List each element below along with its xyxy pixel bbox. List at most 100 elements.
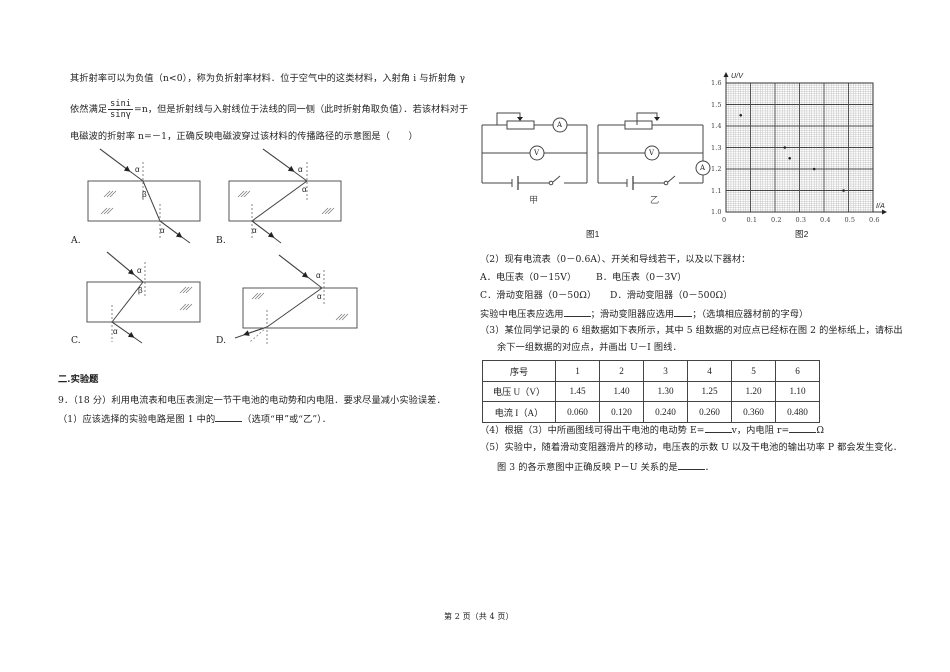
y-tick: 1.6 bbox=[711, 79, 722, 87]
select-suffix: ；（选填相应器材前的字母） bbox=[692, 309, 809, 320]
ammeter-label: A bbox=[557, 121, 563, 129]
y-tick: 1.5 bbox=[711, 100, 722, 109]
voltmeter-label: V bbox=[649, 149, 655, 157]
data-point bbox=[812, 167, 816, 171]
x-tick: 0.5 bbox=[844, 216, 856, 224]
q9-part1-suffix: （选项“甲”或“乙”）． bbox=[242, 414, 332, 425]
q9-part5-line2: 图 3 的各示意图中正确反映 P－U 关系的是 ． bbox=[497, 460, 714, 474]
data-table: 序号 1 2 3 4 5 6 电压 U（V） 1.45 1.40 1.30 1.… bbox=[482, 360, 820, 423]
table-cell: 1.25 bbox=[687, 380, 732, 402]
y-tick: 1.3 bbox=[711, 143, 722, 152]
table-cell: 1.10 bbox=[775, 380, 820, 402]
table-cell: 0.480 bbox=[775, 401, 820, 423]
table-row: 电压 U（V） 1.45 1.40 1.30 1.25 1.20 1.10 bbox=[482, 380, 820, 402]
q9-part4-prefix: （4）根据（3）中所画图线可得出干电池的电动势 E= bbox=[480, 425, 705, 436]
q8-line2-prefix: 依然满足 bbox=[70, 104, 108, 115]
q9-part2-select: 实验中电压表应选用 ；滑动变阻器应选用 ；（选填相应器材前的字母） bbox=[480, 307, 808, 321]
table-cell: 0.240 bbox=[643, 401, 688, 423]
q9-part1-prefix: （1）应该选择的实验电路是图 1 中的 bbox=[58, 414, 216, 425]
angle-beta: β bbox=[142, 190, 147, 199]
table-cell: 2 bbox=[599, 360, 644, 382]
q9-part1: （1）应该选择的实验电路是图 1 中的 （选项“甲”或“乙”）． bbox=[58, 412, 331, 426]
angle-alpha: α bbox=[298, 165, 303, 174]
table-cell: 1.40 bbox=[599, 380, 644, 402]
x-tick: 0.3 bbox=[795, 216, 807, 224]
angle-alpha: α bbox=[113, 327, 118, 336]
answer-blank-pu[interactable] bbox=[677, 460, 705, 470]
table-cell: 0.120 bbox=[599, 401, 644, 423]
option-b-label[interactable]: B. bbox=[216, 235, 226, 246]
fraction-numerator: sini bbox=[108, 99, 134, 110]
q9-part3-line2: 余下一组数据的对应点，并画出 U－I 图线． bbox=[497, 342, 682, 353]
option-c-rheostat-50: C．滑动变阻器（0－50Ω） bbox=[480, 290, 597, 301]
data-point bbox=[783, 146, 787, 149]
answer-blank-emf[interactable] bbox=[704, 423, 732, 433]
fraction-denominator: sinγ bbox=[110, 110, 132, 120]
figure1-caption: 图1 bbox=[586, 229, 600, 239]
table-cell: 序号 bbox=[482, 360, 556, 382]
select-prefix: 实验中电压表应选用 bbox=[480, 309, 564, 320]
q9-part4-suffix: Ω bbox=[816, 425, 825, 436]
answer-blank-rheostat[interactable] bbox=[674, 307, 693, 317]
table-cell: 6 bbox=[775, 360, 820, 382]
option-d-label[interactable]: D. bbox=[216, 335, 227, 346]
q9-part2-intro: （2）现有电流表（0－0.6A）、开关和导线若干，以及以下器材： bbox=[480, 254, 751, 265]
q9-part3-line1: （3）某位同学记录的 6 组数据如下表所示，其中 5 组数据的对应点已经标在图 … bbox=[480, 325, 903, 336]
angle-alpha: α bbox=[302, 185, 307, 194]
table-row: 电流 I（A） 0.060 0.120 0.240 0.260 0.360 0.… bbox=[482, 401, 820, 423]
circuit-jia bbox=[481, 112, 588, 190]
table-cell: 电流 I（A） bbox=[482, 401, 556, 423]
angle-alpha: α bbox=[137, 266, 142, 275]
q8-line3: 电磁波的折射率 n=－1，正确反映电磁波穿过该材料的传播路径的示意图是（ ） bbox=[70, 131, 418, 142]
option-b-voltmeter-3v: B．电压表（0－3V） bbox=[596, 272, 687, 283]
x-axis-label: I/A bbox=[876, 203, 885, 210]
select-mid: ；滑动变阻器应选用 bbox=[590, 309, 675, 320]
figure2-caption: 图2 bbox=[795, 229, 809, 239]
table-header-row: 序号 1 2 3 4 5 6 bbox=[482, 360, 820, 382]
data-point bbox=[788, 156, 791, 160]
x-tick: 0.6 bbox=[869, 216, 880, 224]
page-footer: 第 2 页（共 4 页） bbox=[444, 612, 514, 621]
q8-line2-suffix: =n，但是折射线与入射线位于法线的同一侧（此时折射角取负值）．若该材料对于 bbox=[134, 104, 469, 115]
y-tick: 1.1 bbox=[711, 186, 722, 195]
table-cell: 0.060 bbox=[555, 401, 600, 423]
q9-part5-prefix: 图 3 的各示意图中正确反映 P－U 关系的是 bbox=[497, 462, 678, 473]
q9-part4-mid: v，内电阻 r= bbox=[731, 425, 790, 436]
option-c-label[interactable]: C. bbox=[71, 335, 81, 346]
table-cell: 4 bbox=[687, 360, 732, 382]
q9-stem: 9．（18 分）利用电流表和电压表测定一节干电池的电动势和内电阻．要求尽量减小实… bbox=[58, 395, 446, 406]
angle-alpha: α bbox=[160, 226, 165, 235]
table-cell: 5 bbox=[731, 360, 776, 382]
angle-alpha: α bbox=[252, 226, 257, 235]
x-tick: 0.1 bbox=[746, 216, 758, 224]
y-tick: 1.2 bbox=[711, 165, 722, 173]
x-tick: 0.4 bbox=[820, 216, 831, 224]
q9-part5-line1: （5）实验中，随着滑动变阻器滑片的移动，电压表的示数 U 以及干电池的输出功率 … bbox=[480, 442, 903, 453]
angle-alpha: α bbox=[317, 292, 322, 301]
angle-beta: β bbox=[138, 286, 143, 295]
table-cell: 0.360 bbox=[731, 401, 776, 423]
answer-blank-voltmeter[interactable] bbox=[563, 307, 591, 317]
q8-line1: 其折射率可以为负值（n<0），称为负折射率材料．位于空气中的这类材料，入射角 i… bbox=[70, 73, 466, 84]
option-d-rheostat-500: D．滑动变阻器（0－500Ω） bbox=[610, 290, 733, 301]
answer-blank-resistance[interactable] bbox=[789, 423, 817, 433]
table-cell: 1.20 bbox=[731, 380, 776, 402]
ammeter-label: A bbox=[700, 164, 706, 172]
y-tick: 1.0 bbox=[711, 208, 722, 216]
answer-blank-1[interactable] bbox=[215, 412, 243, 422]
table-cell: 0.260 bbox=[687, 401, 732, 423]
table-cell: 电压 U（V） bbox=[482, 380, 556, 402]
q9-part5-suffix: ． bbox=[704, 462, 715, 473]
table-cell: 1.45 bbox=[555, 380, 600, 402]
angle-alpha: α bbox=[135, 165, 140, 174]
voltmeter-label: V bbox=[534, 149, 540, 157]
x-tick: 0 bbox=[722, 216, 727, 224]
circuit-yi bbox=[597, 112, 711, 190]
option-a-label[interactable]: A. bbox=[71, 235, 81, 246]
y-axis-label: U/V bbox=[731, 73, 743, 80]
table-cell: 1 bbox=[555, 360, 600, 382]
circuit-yi-label: 乙 bbox=[650, 195, 660, 206]
